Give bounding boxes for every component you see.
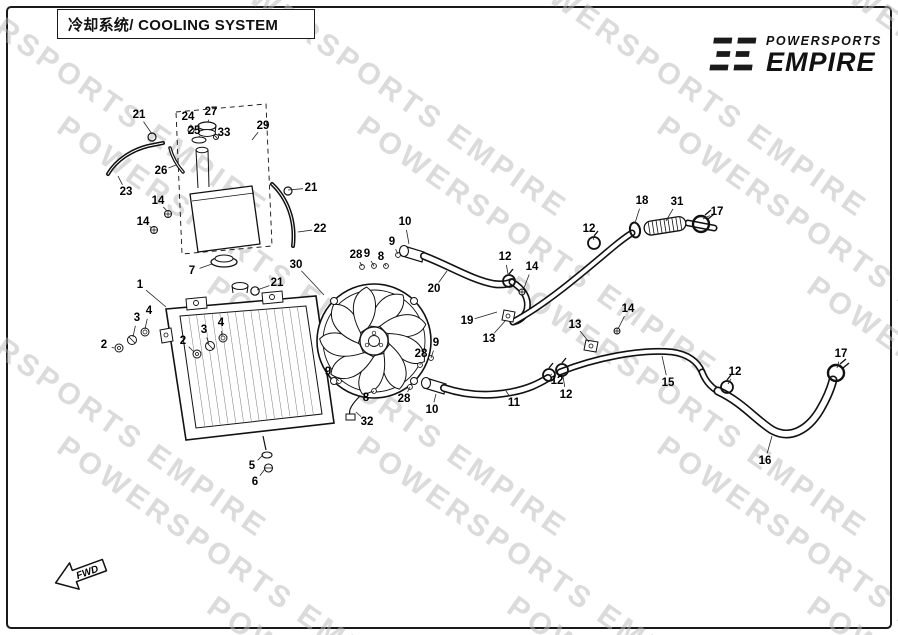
title-box: 冷却系统/ COOLING SYSTEM	[57, 9, 315, 39]
callout-14: 14	[525, 261, 539, 273]
callout-8: 8	[377, 251, 385, 263]
callout-4: 4	[217, 317, 225, 329]
callout-4: 4	[145, 305, 153, 317]
callout-33: 33	[217, 127, 231, 139]
page-title: 冷却系统/ COOLING SYSTEM	[68, 16, 279, 34]
callout-28: 28	[349, 249, 363, 261]
callout-12: 12	[728, 366, 742, 378]
callout-2: 2	[100, 339, 108, 351]
brand-logo: POWERSPORTS EMPIRE	[707, 32, 882, 78]
callout-7: 7	[188, 265, 196, 277]
callout-8: 8	[362, 392, 370, 404]
callout-19: 19	[460, 315, 474, 327]
callout-30: 30	[289, 259, 303, 271]
callout-17: 17	[834, 348, 848, 360]
callout-28: 28	[414, 348, 428, 360]
callout-22: 22	[313, 223, 327, 235]
callout-18: 18	[635, 195, 649, 207]
callout-9: 9	[324, 366, 332, 378]
callout-13: 13	[482, 333, 496, 345]
callout-17: 17	[710, 206, 724, 218]
callout-21: 21	[270, 277, 284, 289]
brand-name-top: POWERSPORTS	[766, 34, 882, 48]
callout-14: 14	[621, 303, 635, 315]
callout-26: 26	[154, 165, 168, 177]
brand-logo-icon	[709, 37, 757, 71]
callout-5: 5	[248, 460, 256, 472]
callout-25: 25	[187, 125, 201, 137]
callout-28: 28	[397, 393, 411, 405]
callout-14: 14	[136, 216, 150, 228]
callout-32: 32	[360, 416, 374, 428]
callout-12: 12	[498, 251, 512, 263]
upper-hose-run	[398, 209, 718, 326]
callout-12: 12	[550, 375, 564, 387]
callout-13: 13	[568, 319, 582, 331]
callout-21: 21	[304, 182, 318, 194]
callout-12: 12	[582, 223, 596, 235]
callout-27: 27	[204, 106, 218, 118]
callout-9: 9	[363, 248, 371, 260]
callout-9: 9	[388, 236, 396, 248]
callout-16: 16	[758, 455, 772, 467]
callout-10: 10	[425, 404, 439, 416]
callout-3: 3	[133, 312, 141, 324]
callout-11: 11	[507, 397, 521, 409]
fwd-arrow: FWD	[54, 558, 108, 590]
callout-31: 31	[670, 196, 684, 208]
callout-6: 6	[251, 476, 259, 488]
callout-29: 29	[256, 120, 270, 132]
lower-hose-run	[420, 327, 850, 439]
callout-20: 20	[427, 283, 441, 295]
callout-1: 1	[136, 279, 144, 291]
callout-3: 3	[200, 324, 208, 336]
callout-14: 14	[151, 195, 165, 207]
callout-12: 12	[559, 389, 573, 401]
brand-name-bottom: EMPIRE	[766, 47, 876, 78]
callout-9: 9	[432, 337, 440, 349]
callout-15: 15	[661, 377, 675, 389]
radiator	[159, 254, 335, 473]
callout-10: 10	[398, 216, 412, 228]
callout-2: 2	[179, 335, 187, 347]
callout-24: 24	[181, 111, 195, 123]
fastener-group-left	[114, 327, 228, 359]
cooling-fan	[316, 252, 434, 421]
breather-tube	[270, 182, 296, 248]
reservoir-assembly	[106, 103, 273, 255]
callout-23: 23	[119, 186, 133, 198]
callout-21: 21	[132, 109, 146, 121]
